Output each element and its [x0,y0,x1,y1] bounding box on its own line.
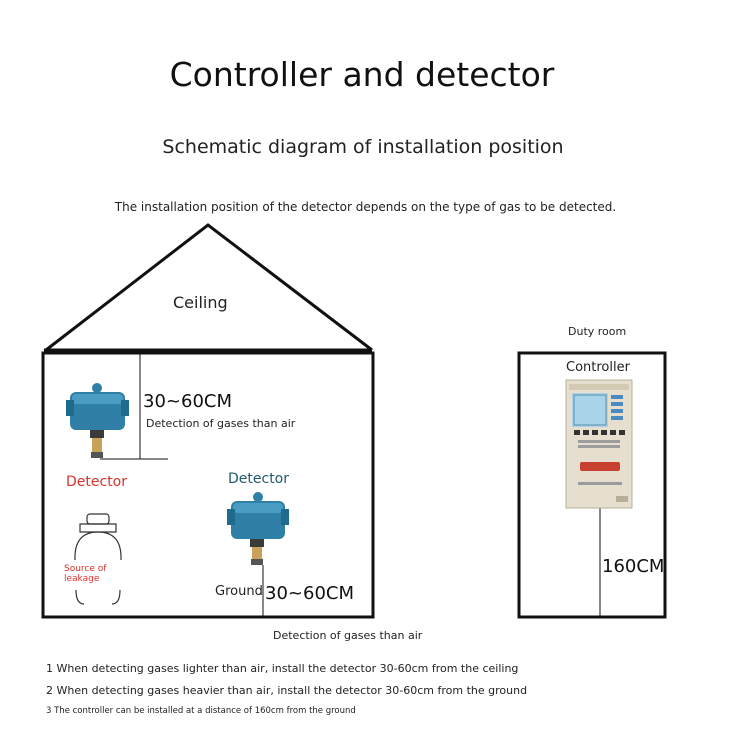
gas-cylinder-icon [74,513,122,605]
detector-icon-top [66,383,129,458]
roof-outline [45,223,373,352]
page-title: Controller and detector [169,55,555,94]
controller-label: Controller [566,360,630,375]
note-3: 3 The controller can be installed at a d… [46,706,356,716]
note-1: 1 When detecting gases lighter than air,… [46,662,519,675]
diagram-subtitle: Schematic diagram of installation positi… [162,136,564,158]
leak-source-label-line1: Source of [64,564,107,574]
ceiling-label: Ceiling [173,293,228,312]
house-outline [41,351,375,619]
note-2: 2 When detecting gases heavier than air,… [46,684,528,697]
duty-room-outline [517,351,667,619]
intro-text: The installation position of the detecto… [114,200,617,214]
top-distance-label: 30~60CM [143,391,232,412]
controller-device-icon [565,379,633,509]
detector-label-left: Detector [66,474,128,490]
detector-label-right: Detector [228,471,290,487]
detector-icon-right [227,492,289,565]
bottom-distance-label: 30~60CM [265,583,354,604]
ground-label: Ground [215,584,263,599]
duty-room-title: Duty room [568,325,627,338]
bottom-detection-note: Detection of gases than air [273,629,423,642]
controller-height-label: 160CM [602,556,665,577]
leak-source-label-line2: leakage [64,574,100,584]
top-detection-note: Detection of gases than air [146,417,296,430]
